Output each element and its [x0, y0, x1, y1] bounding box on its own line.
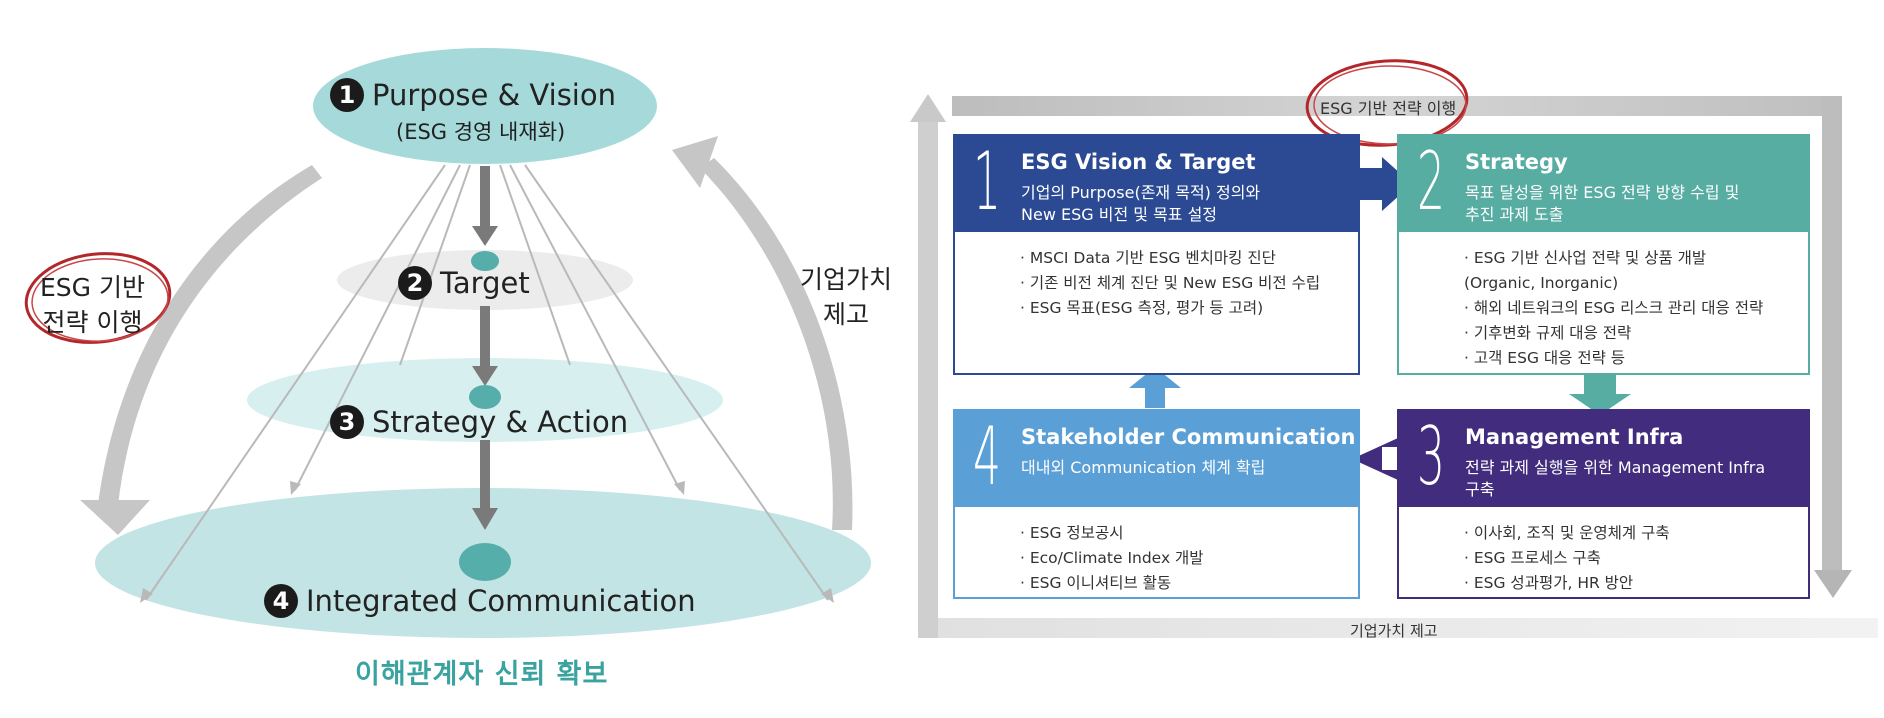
box4-title: Stakeholder Communication	[1021, 425, 1356, 449]
box3-desc: 전략 과제 실행을 위한 Management Infra 구축	[1465, 458, 1766, 499]
arrow-3-to-4	[1352, 438, 1398, 480]
arrow-2-to-3	[1569, 372, 1631, 415]
footer-label: 이해관계자 신뢰 확보	[355, 659, 609, 690]
box-stakeholder-communication: 4 Stakeholder Communication 대내외 Communic…	[953, 409, 1360, 599]
list-item: 기후변화 규제 대응 전략	[1464, 321, 1763, 346]
box3-header: 3 Management Infra 전략 과제 실행을 위한 Manageme…	[1399, 411, 1808, 507]
box2-header: 2 Strategy 목표 달성을 위한 ESG 전략 방향 수립 및 추진 과…	[1399, 136, 1808, 232]
level4-number: 4	[264, 584, 298, 618]
left-curved-arrow	[98, 165, 322, 505]
box3-number: 3	[1417, 410, 1445, 503]
frame-bottom-label: 기업가치 제고	[1350, 622, 1438, 640]
box-management-infra: 3 Management Infra 전략 과제 실행을 위한 Manageme…	[1397, 409, 1810, 599]
level2-title: Target	[440, 266, 530, 300]
list-item: 고객 ESG 대응 전략 등	[1464, 346, 1763, 371]
list-item: ESG 목표(ESG 측정, 평가 등 고려)	[1020, 296, 1320, 321]
list-item: ESG 프로세스 구축	[1464, 546, 1670, 571]
arrow-4-to-1	[1129, 367, 1181, 408]
cone-lines	[145, 164, 829, 601]
arrow-1-to-2	[1359, 157, 1412, 211]
level1-ellipse	[313, 48, 657, 164]
box3-list: 이사회, 조직 및 운영체계 구축 ESG 프로세스 구축 ESG 성과평가, …	[1464, 521, 1670, 596]
left-side-label: ESG 기반 전략 이행	[40, 273, 145, 337]
box1-title: ESG Vision & Target	[1021, 150, 1256, 174]
box1-number: 1	[973, 135, 1001, 228]
right-side-label: 기업가치 제고	[800, 265, 893, 329]
box2-desc: 목표 달성을 위한 ESG 전략 방향 수립 및 추진 과제 도출	[1465, 183, 1740, 224]
box-esg-vision-target: 1 ESG Vision & Target 기업의 Purpose(존재 목적)…	[953, 134, 1360, 375]
list-item: 기존 비전 체계 진단 및 New ESG 비전 수립	[1020, 271, 1320, 296]
box1-header: 1 ESG Vision & Target 기업의 Purpose(존재 목적)…	[955, 136, 1358, 232]
list-item: ESG 기반 신사업 전략 및 상품 개발 (Organic, Inorgani…	[1464, 246, 1763, 296]
box2-title: Strategy	[1465, 150, 1568, 174]
box4-number: 4	[973, 410, 1001, 503]
box4-list: ESG 정보공시 Eco/Climate Index 개발 ESG 이니셔티브 …	[1020, 521, 1204, 596]
list-item: 이사회, 조직 및 운영체계 구축	[1464, 521, 1670, 546]
list-item: ESG 정보공시	[1020, 521, 1204, 546]
center-arrows	[472, 166, 498, 530]
level1-subtitle: (ESG 경영 내재화)	[396, 120, 566, 144]
box3-title: Management Infra	[1465, 425, 1684, 449]
level2-number: 2	[398, 266, 432, 300]
box2-list: ESG 기반 신사업 전략 및 상품 개발 (Organic, Inorgani…	[1464, 246, 1763, 371]
level4-title: Integrated Communication	[306, 584, 696, 618]
box1-list: MSCI Data 기반 ESG 벤치마킹 진단 기존 비전 체계 진단 및 N…	[1020, 246, 1320, 321]
list-item: ESG 이니셔티브 활동	[1020, 571, 1204, 596]
list-item: MSCI Data 기반 ESG 벤치마킹 진단	[1020, 246, 1320, 271]
level3-number: 3	[330, 405, 364, 439]
level3-title: Strategy & Action	[372, 405, 629, 439]
list-item: Eco/Climate Index 개발	[1020, 546, 1204, 571]
box4-desc: 대내외 Communication 체계 확립	[1021, 458, 1266, 477]
frame-top-label: ESG 기반 전략 이행	[1320, 99, 1457, 118]
box4-header: 4 Stakeholder Communication 대내외 Communic…	[955, 411, 1358, 507]
box2-number: 2	[1417, 135, 1445, 228]
level1-title: Purpose & Vision	[372, 78, 616, 112]
list-item: ESG 성과평가, HR 방안	[1464, 571, 1670, 596]
box-strategy: 2 Strategy 목표 달성을 위한 ESG 전략 방향 수립 및 추진 과…	[1397, 134, 1810, 375]
list-item: 해외 네트워크의 ESG 리스크 관리 대응 전략	[1464, 296, 1763, 321]
box1-desc: 기업의 Purpose(존재 목적) 정의와 New ESG 비전 및 목표 설…	[1021, 183, 1261, 224]
right-curved-arrow	[700, 158, 853, 530]
cone-arrowheads	[140, 481, 834, 603]
level1-number: 1	[330, 78, 364, 112]
frame	[910, 94, 1878, 638]
